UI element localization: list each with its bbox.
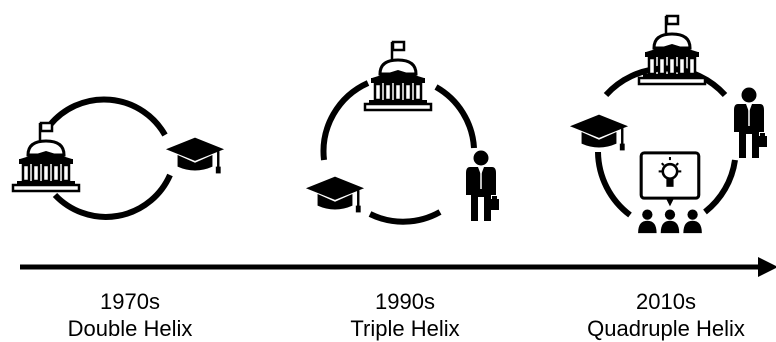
era-label: 1990s <box>375 289 435 314</box>
stage-label-1970s: 1970s Double Helix <box>20 288 240 342</box>
double-helix-stage <box>11 96 226 220</box>
triple-helix-cycle <box>320 80 370 161</box>
double-helix-cycle <box>47 96 168 137</box>
model-label: Double Helix <box>67 316 193 341</box>
graduation-cap-icon <box>568 113 630 152</box>
quadruple-helix-cycle-left <box>595 151 632 218</box>
stage-label-1990s: 1990s Triple Helix <box>295 288 515 342</box>
era-label: 1970s <box>100 289 160 314</box>
government-building-icon <box>11 121 81 193</box>
stage-label-2010s: 2010s Quadruple Helix <box>556 288 776 342</box>
graduation-cap-icon <box>164 136 226 175</box>
triple-helix-stage <box>304 40 500 225</box>
government-building-icon <box>637 14 707 86</box>
government-building-icon <box>363 40 433 112</box>
triple-helix-cycle-right <box>434 84 477 149</box>
triple-helix-cycle-bottom <box>368 209 442 225</box>
quadruple-helix-stage <box>568 14 768 235</box>
model-label: Triple Helix <box>350 316 460 341</box>
businessman-icon <box>465 149 500 222</box>
quadruple-helix-cycle-right <box>703 159 738 215</box>
double-helix-cycle-lower <box>52 173 173 220</box>
graduation-cap-icon <box>304 175 366 214</box>
era-label: 2010s <box>636 289 696 314</box>
public-audience-icon <box>636 151 704 235</box>
model-label: Quadruple Helix <box>587 316 745 341</box>
businessman-icon <box>733 86 768 159</box>
